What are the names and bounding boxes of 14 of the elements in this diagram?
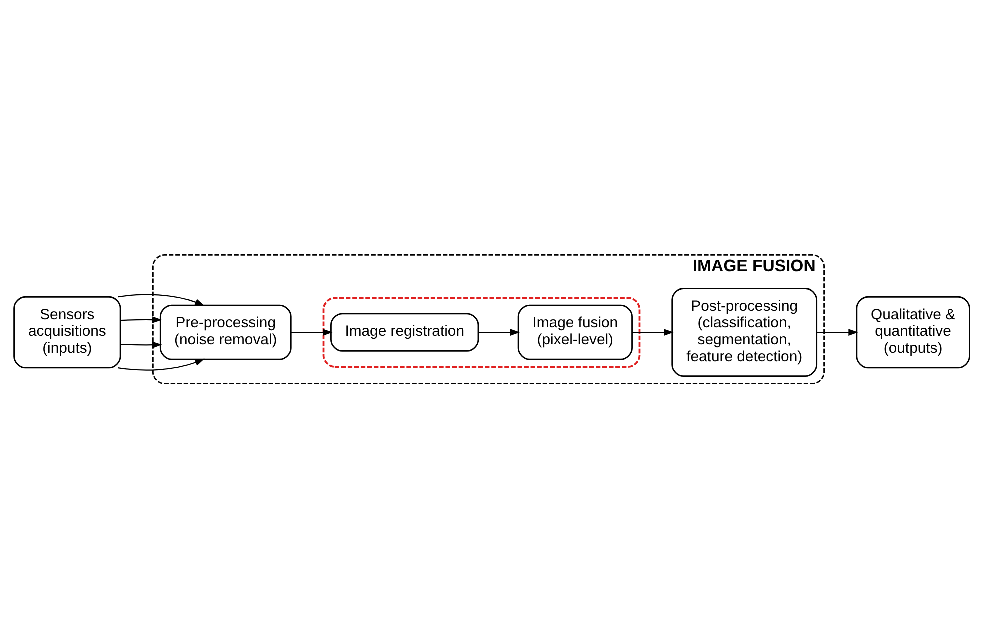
arrow: [478, 329, 520, 336]
arrow: [118, 294, 205, 306]
node-box: Image registration: [330, 313, 480, 352]
node-box: Post-processing (classification, segmentation, feature detection): [672, 288, 818, 378]
arrow: [817, 329, 858, 336]
node-box: Qualitative & quantitative (outputs): [856, 296, 970, 369]
arrow: [120, 342, 162, 348]
arrow: [291, 329, 333, 336]
arrow: [118, 358, 205, 371]
node-box: Image fusion (pixel-level): [518, 304, 633, 360]
arrow: [120, 316, 162, 324]
arrow: [632, 329, 674, 336]
node-box: Sensors acquisitions (inputs): [14, 296, 122, 369]
node-box: Pre-processing (noise removal): [160, 304, 292, 360]
